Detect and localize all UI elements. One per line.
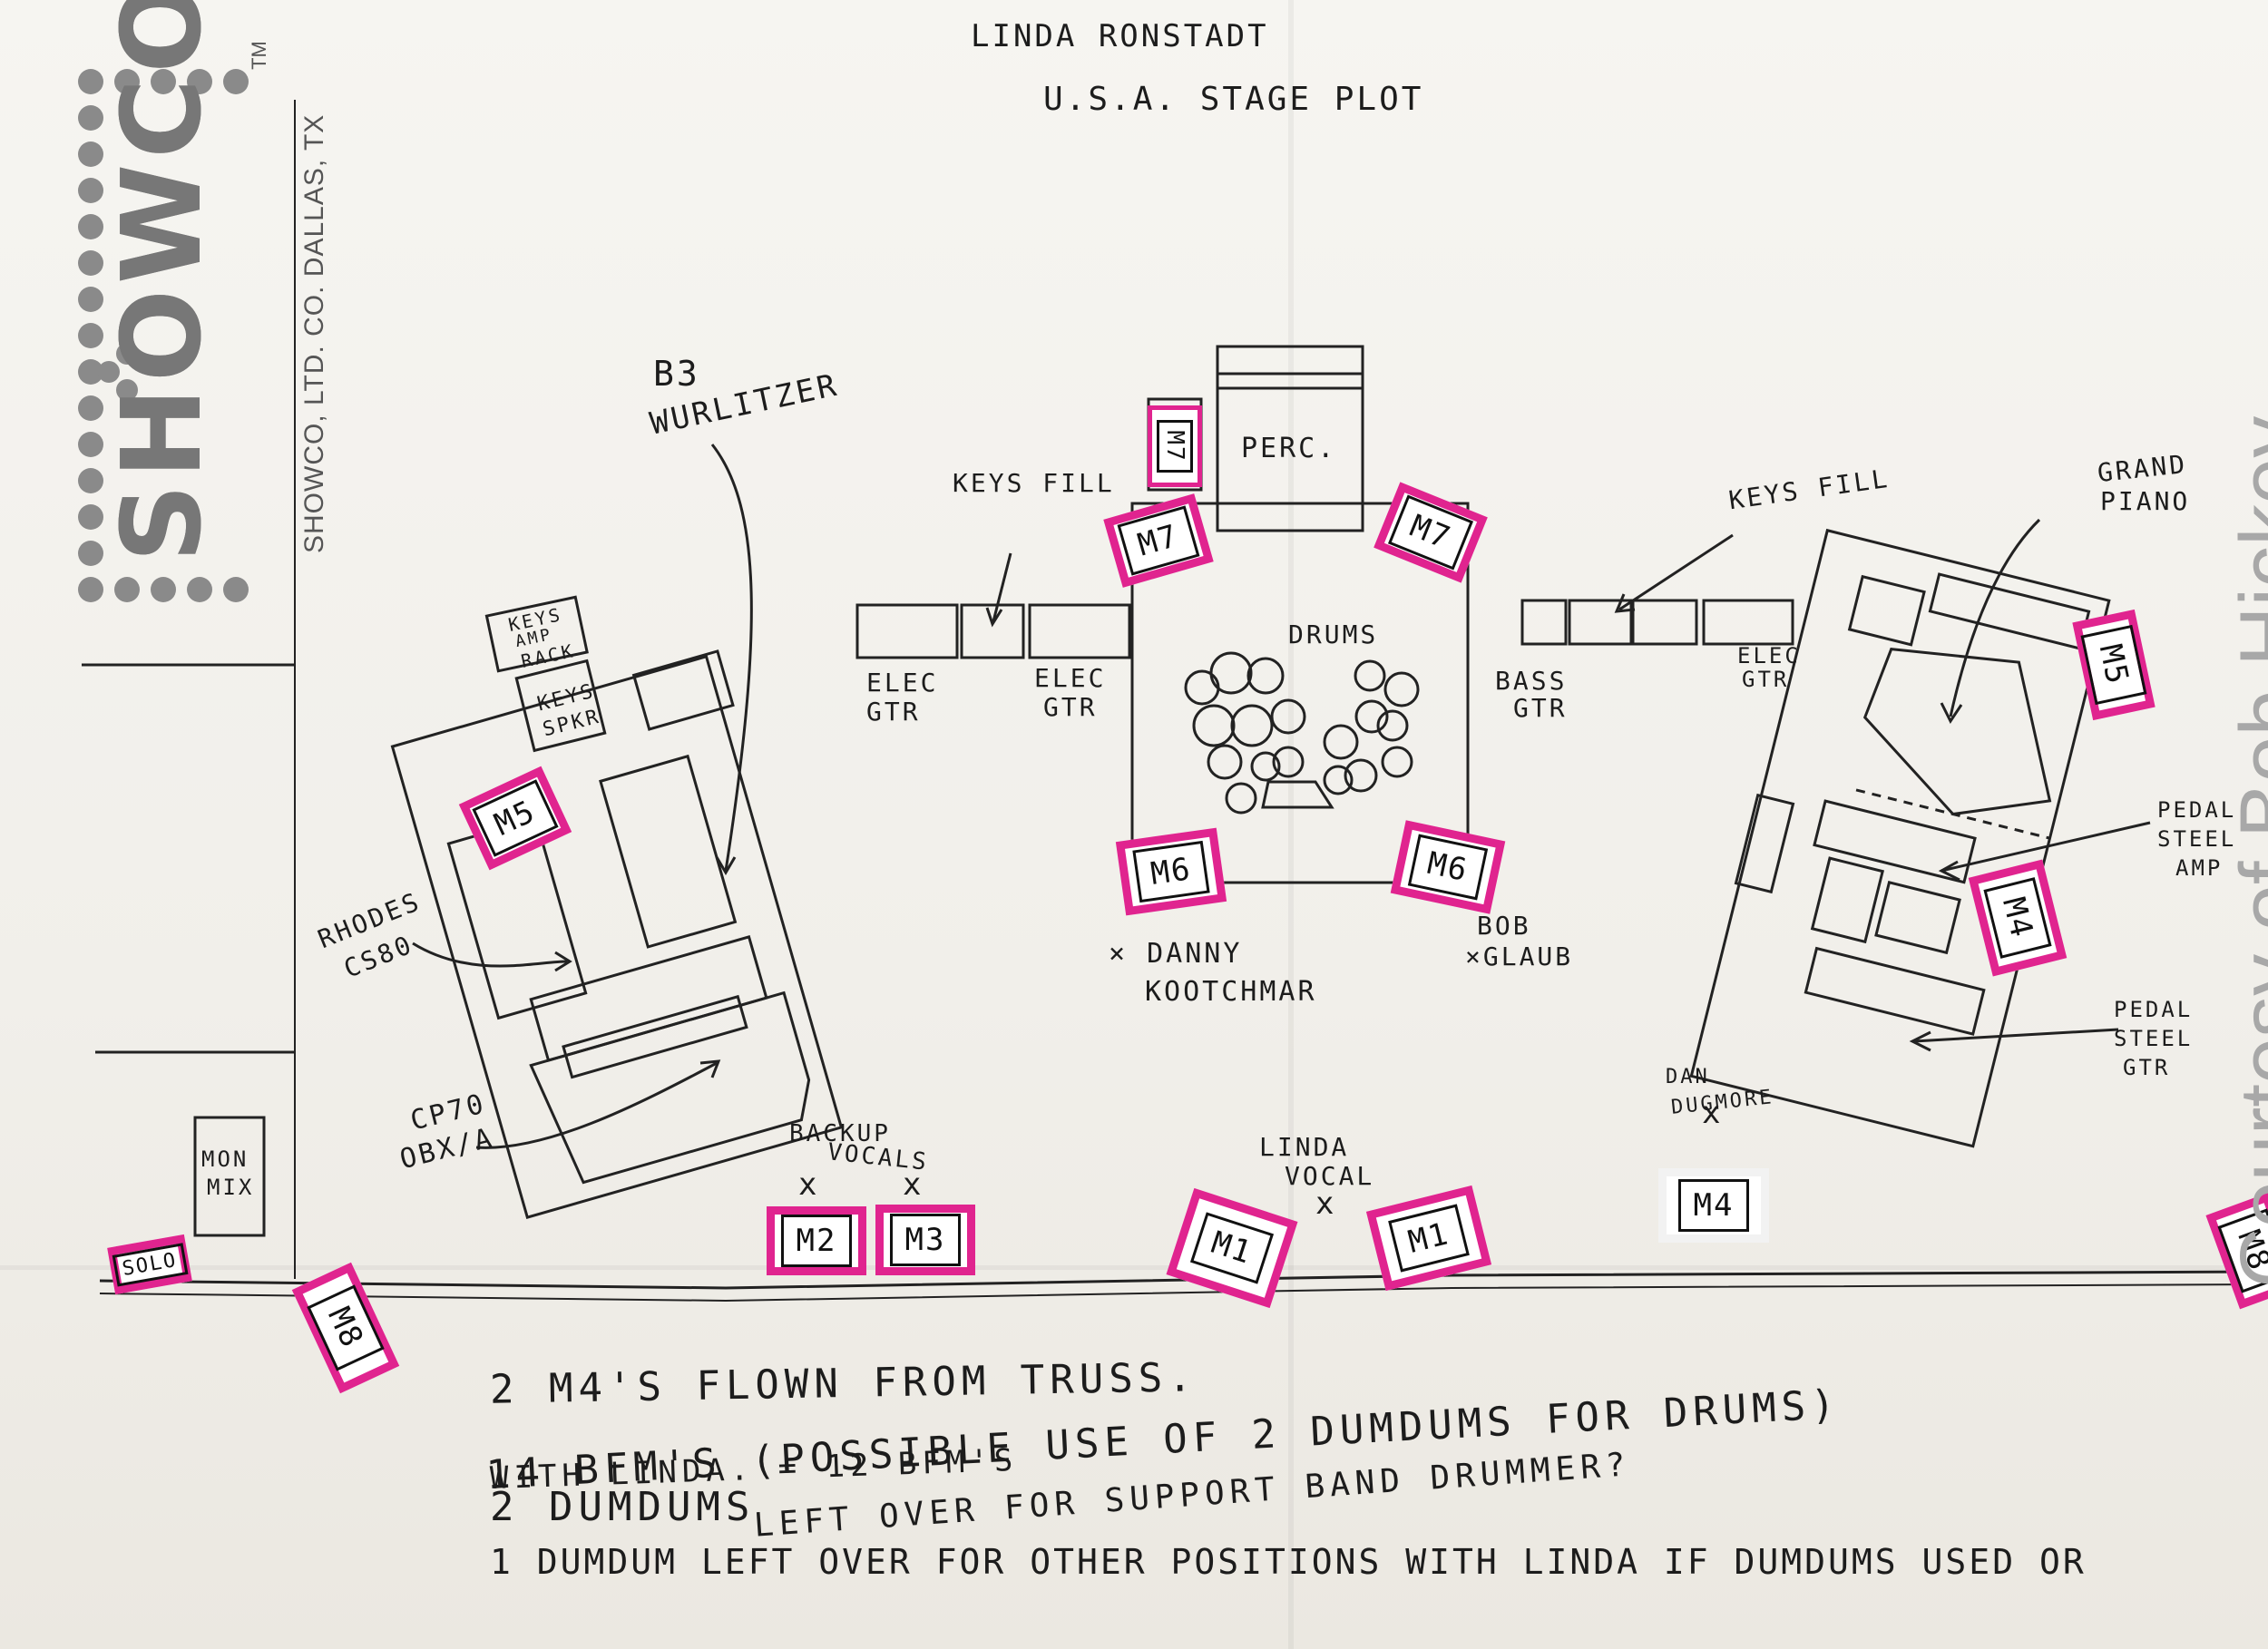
drum-riser [1130,502,1470,884]
b3-label: B3 [653,354,700,394]
pedal-steel-amp-label-1: PEDAL [2157,797,2237,823]
dan-dugmore-x: x [1702,1095,1720,1131]
pedal-steel-amp-box [1734,793,1795,894]
monitor-m4-front: M4 [1658,1168,1769,1243]
amp-box-2 [960,603,1025,659]
grand-piano-label-2: PIANO [2100,486,2191,516]
fold-crease-vertical [1288,0,1294,1649]
note-line-6: 1 DUMDUM LEFT OVER FOR OTHER POSITIONS W… [490,1542,2087,1582]
photo-credit: Courtesy of Bob Hickey [2224,415,2268,1288]
backup-vocal-x-2: x [903,1166,921,1203]
monitor-m6-left: M6 [1115,827,1227,916]
arrow-rhodes [412,942,568,968]
pedal-steel-gtr-label-3: GTR [2123,1055,2171,1080]
dan-label-1: DAN [1666,1066,1710,1088]
arrow-grand-piano [1949,518,2041,717]
amp-box-7 [1702,599,1794,646]
arrow-cp70 [475,1061,718,1149]
elec-gtr-2-label-a: ELEC [1034,663,1107,693]
perc-platform [1216,345,1364,532]
stage-edge-line-2 [99,1283,2268,1303]
arrow-keys-fill-right [1618,533,1734,611]
mon-mix-label-2: MIX [207,1175,255,1200]
elec-gtr-1-label-b: GTR [866,697,921,727]
stage-edge-line [99,1270,2268,1290]
elec-gtr-3-label-b: GTR [1742,667,1790,692]
danny-label-2: KOOTCHMAR [1145,976,1317,1008]
pedal-steel-gtr-label-1: PEDAL [2114,997,2194,1022]
elec-gtr-3-label-a: ELEC [1737,643,1801,668]
bob-label-1: BOB [1477,911,1531,941]
keys-fill-left-label: KEYS FILL [953,468,1115,498]
bob-label-2: ×GLAUB [1465,942,1574,971]
fold-crease-horizontal [0,1265,2268,1270]
monitor-m7-perc: M7 [1148,405,1202,487]
amp-box-1 [855,603,959,659]
elec-gtr-1-label-a: ELEC [866,668,939,698]
keys-spkr-box [514,659,607,753]
left-keys-riser [390,654,844,1219]
right-piano-riser [1689,528,2111,1148]
drum-kit [1184,651,1420,815]
mon-mix-label-1: MON [201,1146,249,1172]
showco-dot-pattern [78,69,249,602]
arrow-pedal-steel-amp [1941,821,2151,873]
arrow-keys-fill-left [992,552,1012,622]
piano-bench [1928,572,2091,650]
note-line-4: 2 DUMDUMS [490,1484,756,1530]
backup-vocals-label-1: BACKUP [789,1120,891,1147]
linda-vocal-label-1: LINDA [1259,1132,1350,1162]
amp-box-4 [1520,599,1568,646]
elec-gtr-2-label-b: GTR [1043,692,1098,722]
bass-gtr-label-b: GTR [1513,693,1568,723]
plot-title: LINDA RONSTADT [971,18,1269,54]
amp-box-6 [1631,599,1698,646]
arrow-pedal-steel-gtr [1913,1028,2119,1043]
pedal-steel-gtr-label-2: STEEL [2114,1026,2194,1051]
danny-label-1: × DANNY [1109,938,1243,970]
amp-box-3 [1028,603,1131,659]
amp-box-5 [1568,599,1633,646]
bass-gtr-label-a: BASS [1495,666,1568,696]
monitor-m3: M3 [875,1205,975,1275]
mon-mix-box [193,1116,266,1237]
keys-small-box [631,649,735,731]
arrow-wurlitzer [710,444,753,872]
pedal-steel-amp-label-2: STEEL [2157,826,2237,852]
perc-label: PERC. [1241,433,1337,464]
monitor-m2: M2 [767,1206,866,1275]
keys-amp-rack-box [484,595,589,673]
backup-vocal-x-1: x [798,1166,816,1203]
plot-subtitle: U.S.A. STAGE PLOT [1043,81,1424,118]
showco-logo: SHOWCO [64,0,281,617]
pedal-steel-amp-label-3: AMP [2175,855,2224,881]
linda-vocal-label-2: VOCAL [1285,1161,1375,1191]
drums-label: DRUMS [1288,620,1379,649]
linda-vocal-x: x [1315,1186,1334,1222]
